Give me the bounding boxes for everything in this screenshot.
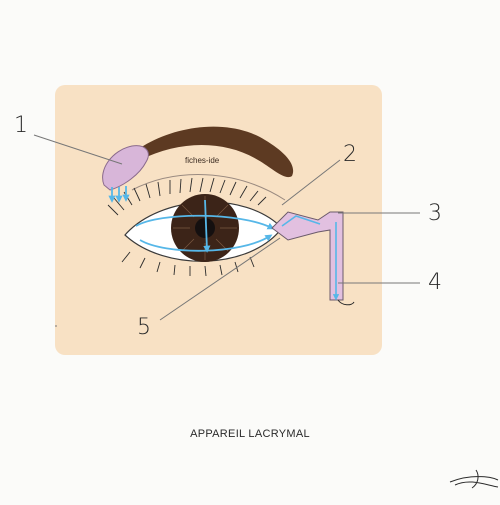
label-2: 2 xyxy=(343,142,357,167)
artist-signature xyxy=(449,469,499,489)
lacrimal-gland xyxy=(102,145,149,191)
label-5: 5 xyxy=(137,315,151,340)
label-4: 4 xyxy=(428,270,442,295)
lacrimal-ducts xyxy=(271,211,355,306)
label-3: 3 xyxy=(428,201,442,226)
eyelid-crease xyxy=(131,174,286,201)
diagram-caption: APPAREIL LACRYMAL xyxy=(190,428,310,440)
tear-flow-arrows xyxy=(108,186,275,253)
leader-lines xyxy=(33,134,420,321)
pupil xyxy=(195,218,215,238)
label-1: 1 xyxy=(14,113,28,138)
eyebrow xyxy=(140,126,294,178)
watermark-text: fiches-ide xyxy=(185,156,220,165)
